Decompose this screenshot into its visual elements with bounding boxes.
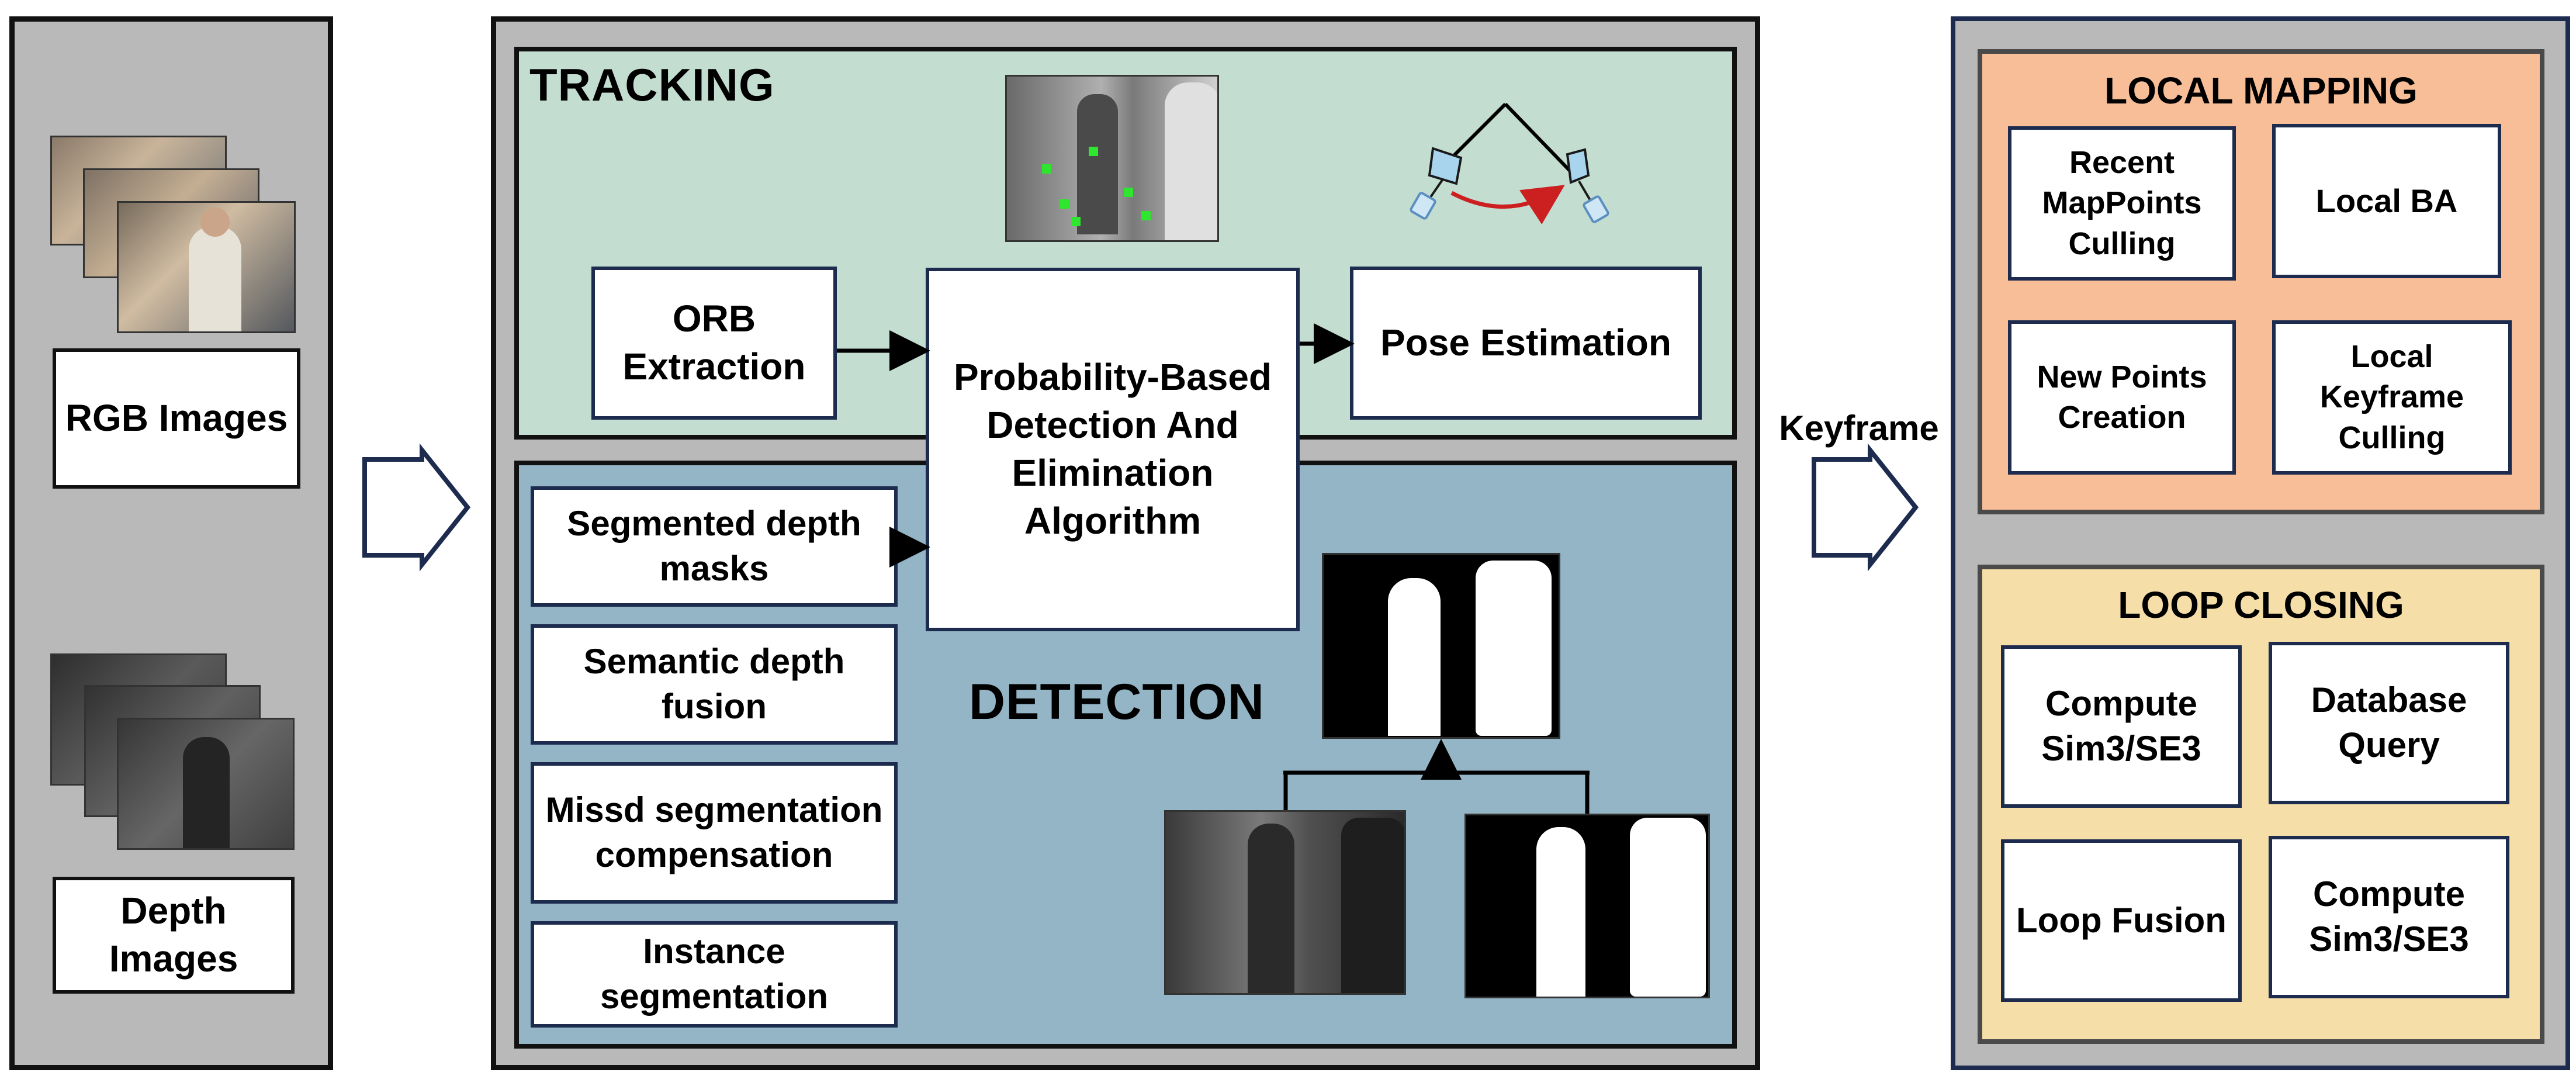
fusion-connector [1283,739,1590,814]
rgb-images-label: RGB Images [53,348,300,489]
detection-item-semantic-depth-fusion: Semantic depth fusion [531,624,898,745]
input-to-tracking-arrow [362,443,471,572]
detection-item-instance-segmentation: Instance segmentation [531,921,898,1028]
local-mapping-local-keyframe-culling: Local Keyframe Culling [2272,320,2512,475]
pose-diagram [1410,102,1609,224]
loop-closing-compute-sim3-se3-1: Compute Sim3/SE3 [2001,645,2242,808]
instance-mask-image [1464,814,1710,998]
probability-algorithm-box: Probability-Based Detection And Eliminat… [926,268,1300,631]
depth-input-image [1164,810,1406,995]
rgb-frame-3 [117,201,296,333]
keyframe-arrow [1812,443,1919,572]
loop-closing-database-query: Database Query [2269,642,2509,804]
detection-item-segmented-depth-masks: Segmented depth masks [531,486,898,607]
loop-closing-compute-sim3-se3-2: Compute Sim3/SE3 [2269,836,2509,998]
local-mapping-local-ba: Local BA [2272,124,2501,278]
local-mapping-new-points-creation: New Points Creation [2008,320,2236,475]
detection-title: DETECTION [969,674,1265,730]
loop-closing-loop-fusion: Loop Fusion [2001,839,2242,1002]
fused-mask-image [1322,553,1560,739]
depth-images-label: Depth Images [53,877,295,994]
tracking-title: TRACKING [529,59,775,110]
keyframe-label: Keyframe [1779,409,1939,448]
detection-item-missed-segmentation-compensation: Missd segmentation compensation [531,762,898,904]
orb-extraction-box: ORB Extraction [591,267,837,420]
depth-frame-3 [117,718,295,850]
loop-closing-title: LOOP CLOSING [2118,584,2404,626]
local-mapping-recent-mappoints-culling: Recent MapPoints Culling [2008,126,2236,281]
local-mapping-title: LOCAL MAPPING [2104,70,2418,112]
pose-estimation-box: Pose Estimation [1350,267,1702,420]
tracking-feature-image [1005,75,1219,242]
